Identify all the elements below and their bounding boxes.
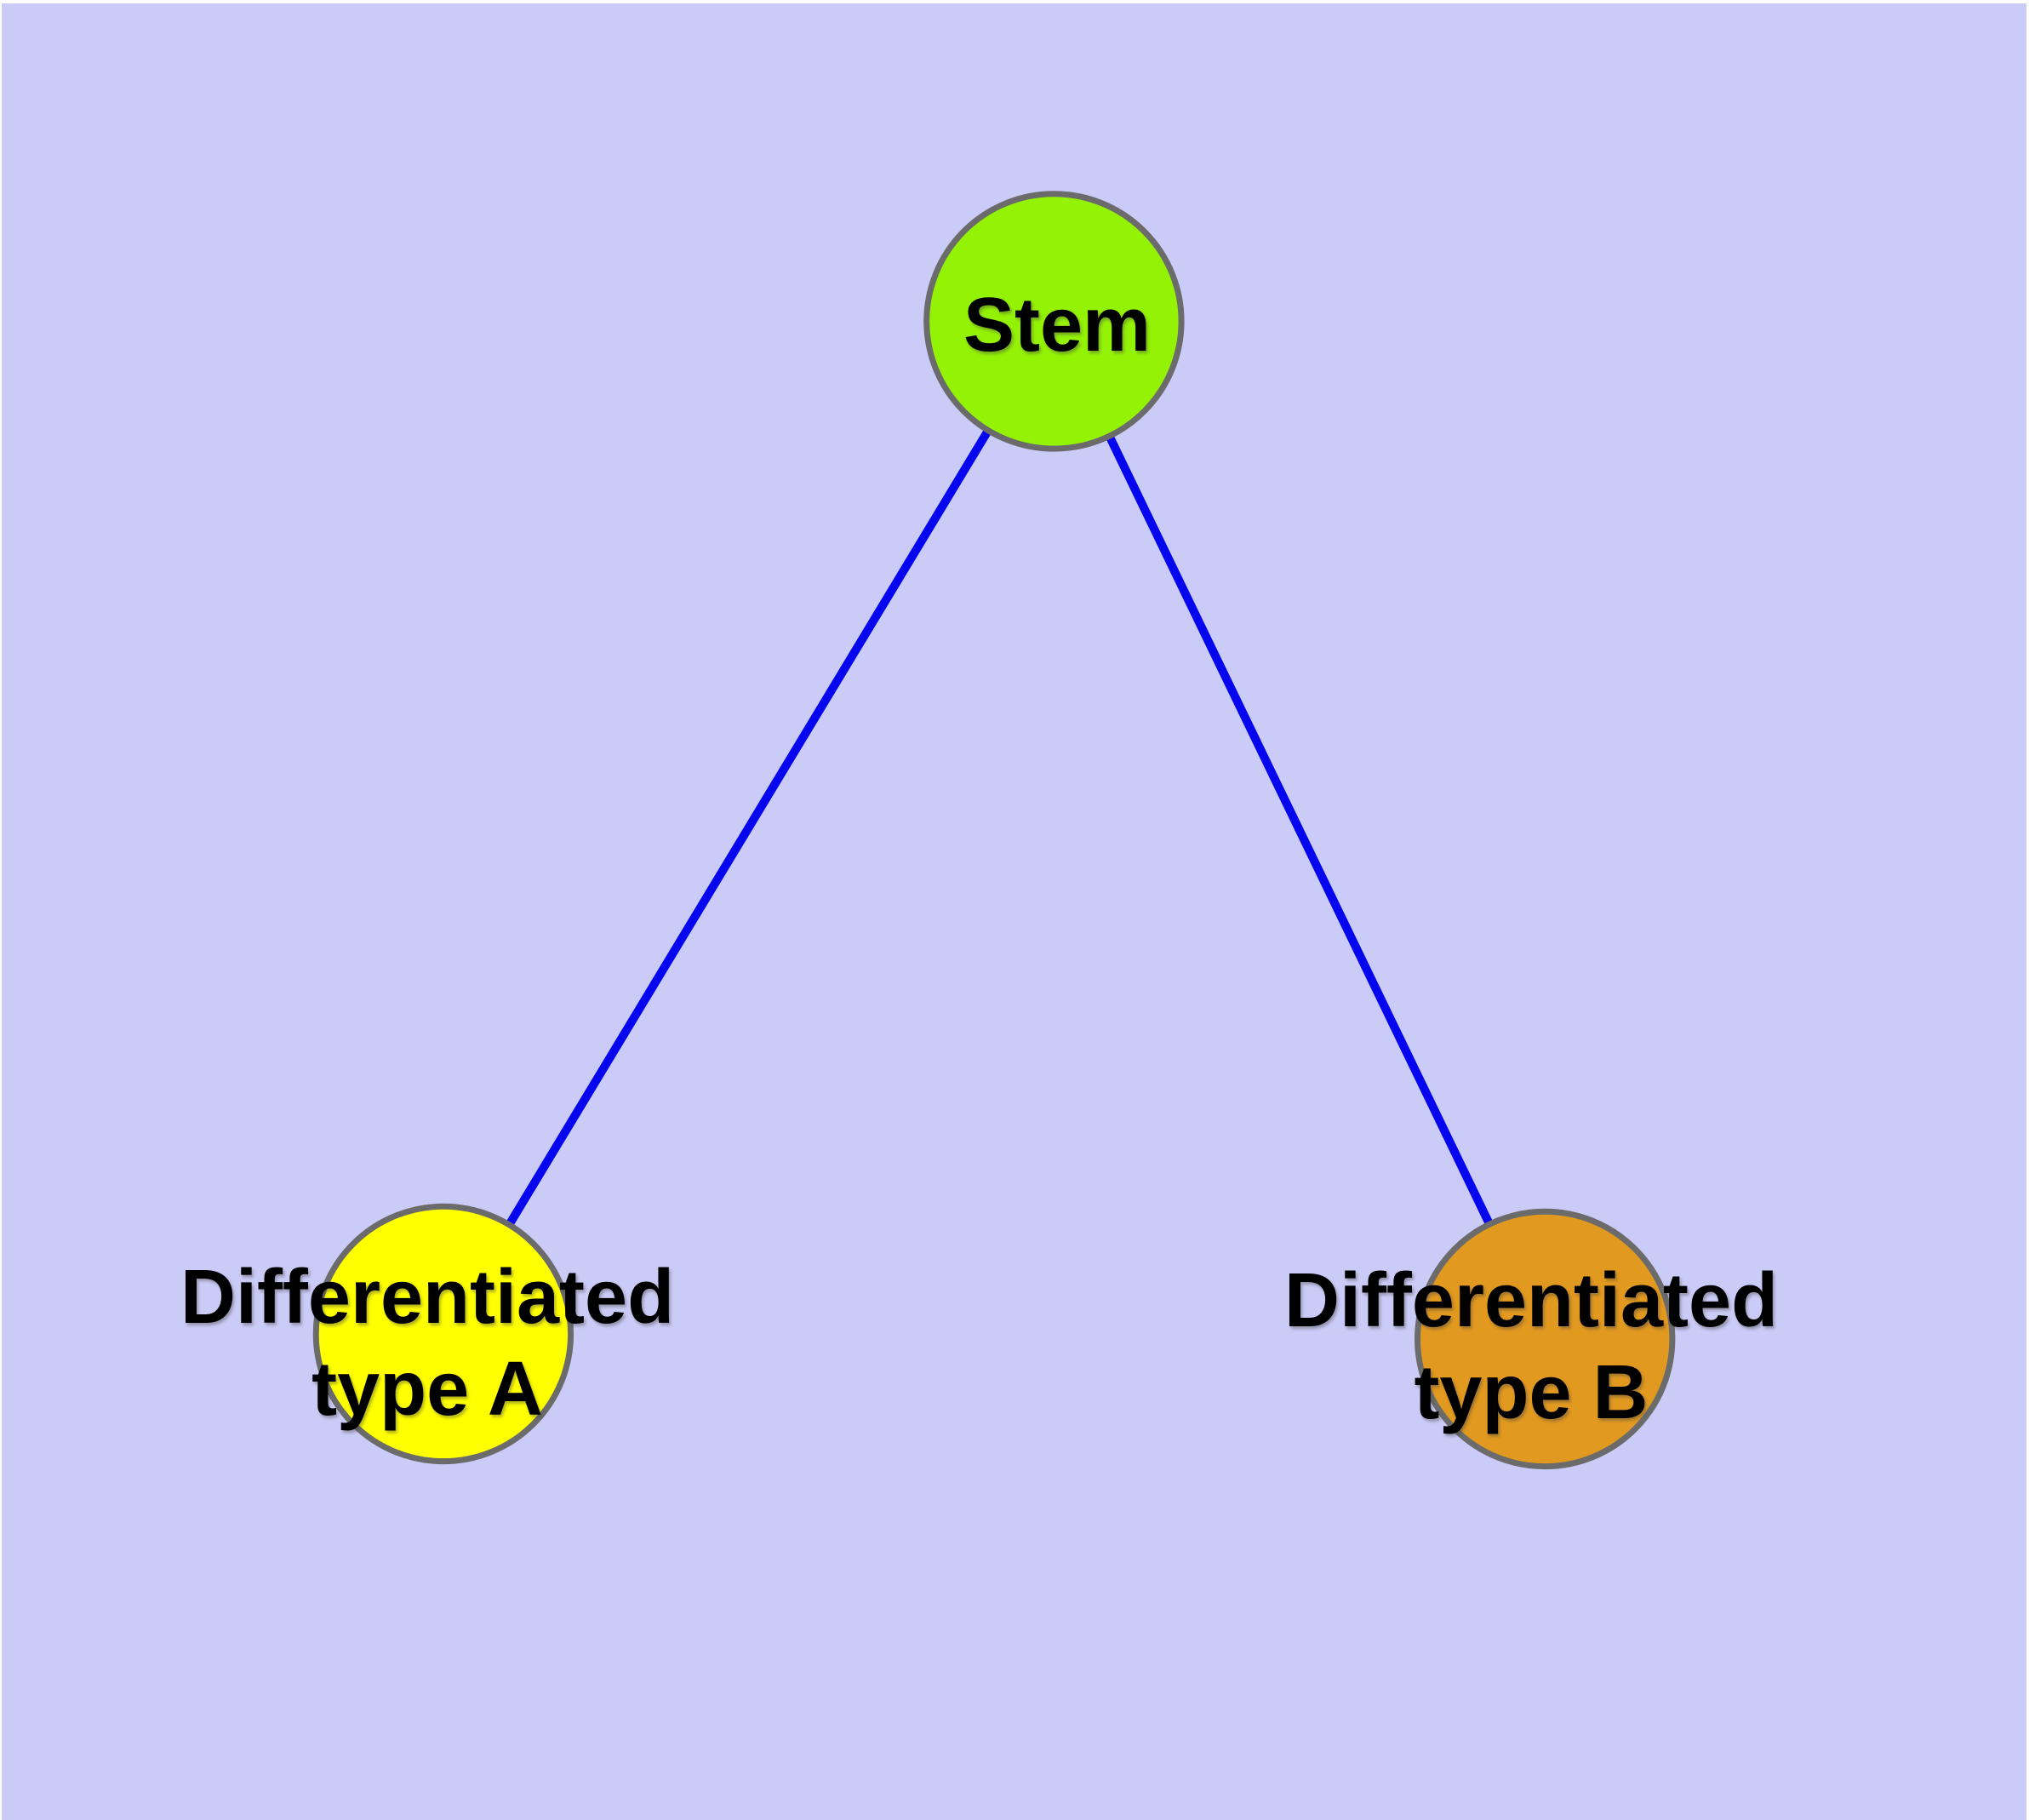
edge-stem-to-type-a: [439, 318, 1058, 1336]
node-type-b-label-line-1: Differentiated: [1283, 1258, 1779, 1343]
node-type-a-label-line-2: type A: [311, 1347, 543, 1432]
node-stem-label-text: Stem: [963, 283, 1152, 368]
node-type-a-circle: [312, 1203, 574, 1465]
node-stem-circle: [923, 191, 1185, 452]
node-type-a-label-line-1: Differentiated: [180, 1255, 675, 1340]
diagram-canvas: Stem Differentiated type A Differentiate…: [2, 3, 2026, 1820]
edge-stem-to-type-b: [1049, 319, 1549, 1342]
graph-svg: [312, 191, 1676, 1470]
node-stem-label: Stem: [963, 279, 1151, 371]
node-type-b-circle: [1415, 1208, 1676, 1470]
node-type-b-label: Differentiated type B: [1284, 1255, 1778, 1439]
node-type-a-label: Differentiated type A: [180, 1251, 674, 1435]
node-type-b-label-line-2: type B: [1414, 1350, 1649, 1435]
